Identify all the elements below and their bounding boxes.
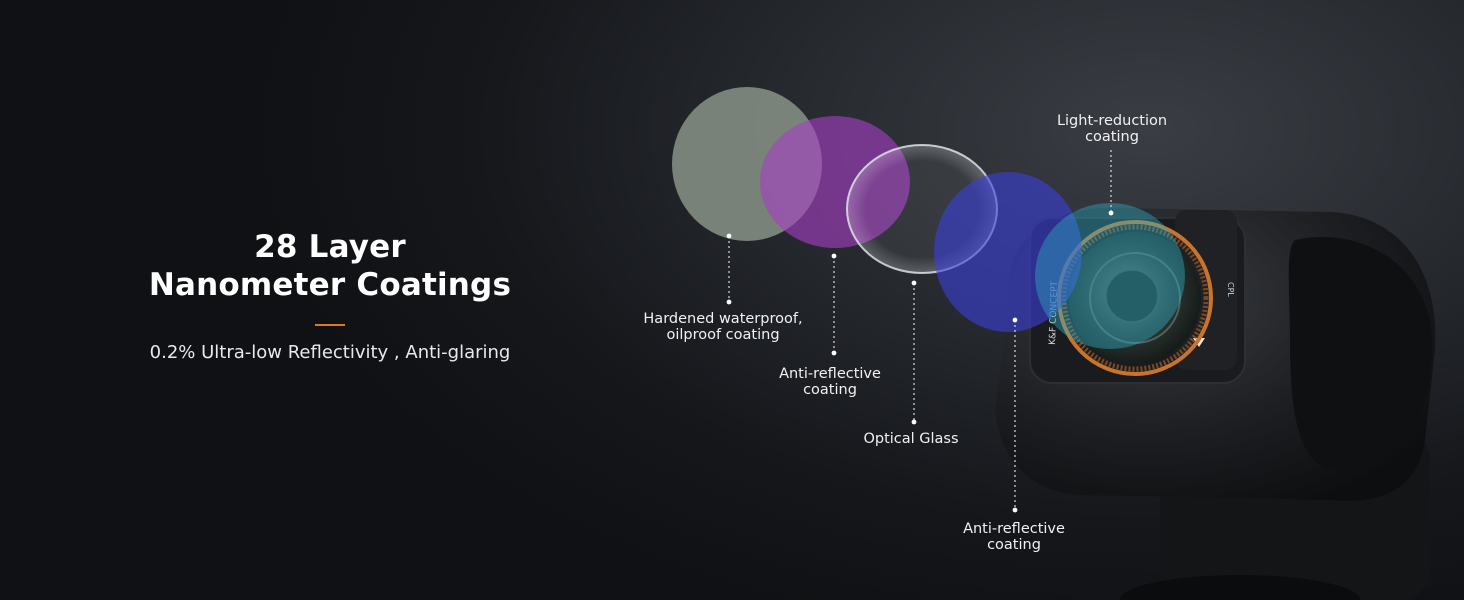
accent-divider [315,324,345,326]
callout-waterproof: Hardened waterproof, oilproof coating [633,311,813,343]
leader-dot-3b [911,419,917,425]
callout-anti-reflective-1: Anti-reflective coating [760,366,900,398]
callout-waterproof-line1: Hardened waterproof, [643,311,803,327]
leader-dot-2a [831,253,837,259]
callout-optical-glass-line1: Optical Glass [863,431,959,447]
callout-dots [726,210,1114,513]
callout-leaders [728,150,1112,510]
callout-anti-reflective-2-line2: coating [987,537,1041,553]
filter-type-label: CPL [1226,282,1235,297]
callout-light-reduction: Light-reduction coating [1042,113,1182,145]
gimbal-base [1120,575,1360,600]
leader-dot-5a [1108,210,1114,216]
camera-side-plate [1288,236,1433,470]
leader-dot-1a [726,233,732,239]
leader-dot-4a [1012,317,1018,323]
headline-block: 28 Layer Nanometer Coatings 0.2% Ultra-l… [130,228,530,363]
callout-waterproof-line2: oilproof coating [666,327,780,343]
callout-light-reduction-line2: coating [1085,129,1139,145]
headline-title-line1: 28 Layer [254,229,406,265]
callout-optical-glass: Optical Glass [851,431,971,447]
leader-dot-2b [831,350,837,356]
filter-lens-inner-ring [1089,252,1181,344]
filter-lens-core [1105,269,1159,323]
leader-dot-3a [911,280,917,286]
callout-anti-reflective-2-line1: Anti-reflective [963,521,1065,537]
headline-subtitle: 0.2% Ultra-low Reflectivity , Anti-glari… [149,342,511,363]
leader-dot-4b [1012,507,1018,513]
callout-anti-reflective-2: Anti-reflective coating [944,521,1084,553]
leader-dot-1b [726,299,732,305]
coating-layers [672,87,1185,349]
callout-anti-reflective-1-line2: coating [803,382,857,398]
gimbal-camera: CPL K&F CONCEPT [995,207,1436,600]
layer-light-reduction [1035,203,1185,349]
headline-title-line2: Nanometer Coatings [148,267,512,303]
callout-light-reduction-line1: Light-reduction [1056,113,1168,129]
callout-anti-reflective-1-line1: Anti-reflective [779,366,881,382]
layer-anti-reflective-2 [934,172,1082,332]
filter-knurl-ring [1061,224,1209,372]
